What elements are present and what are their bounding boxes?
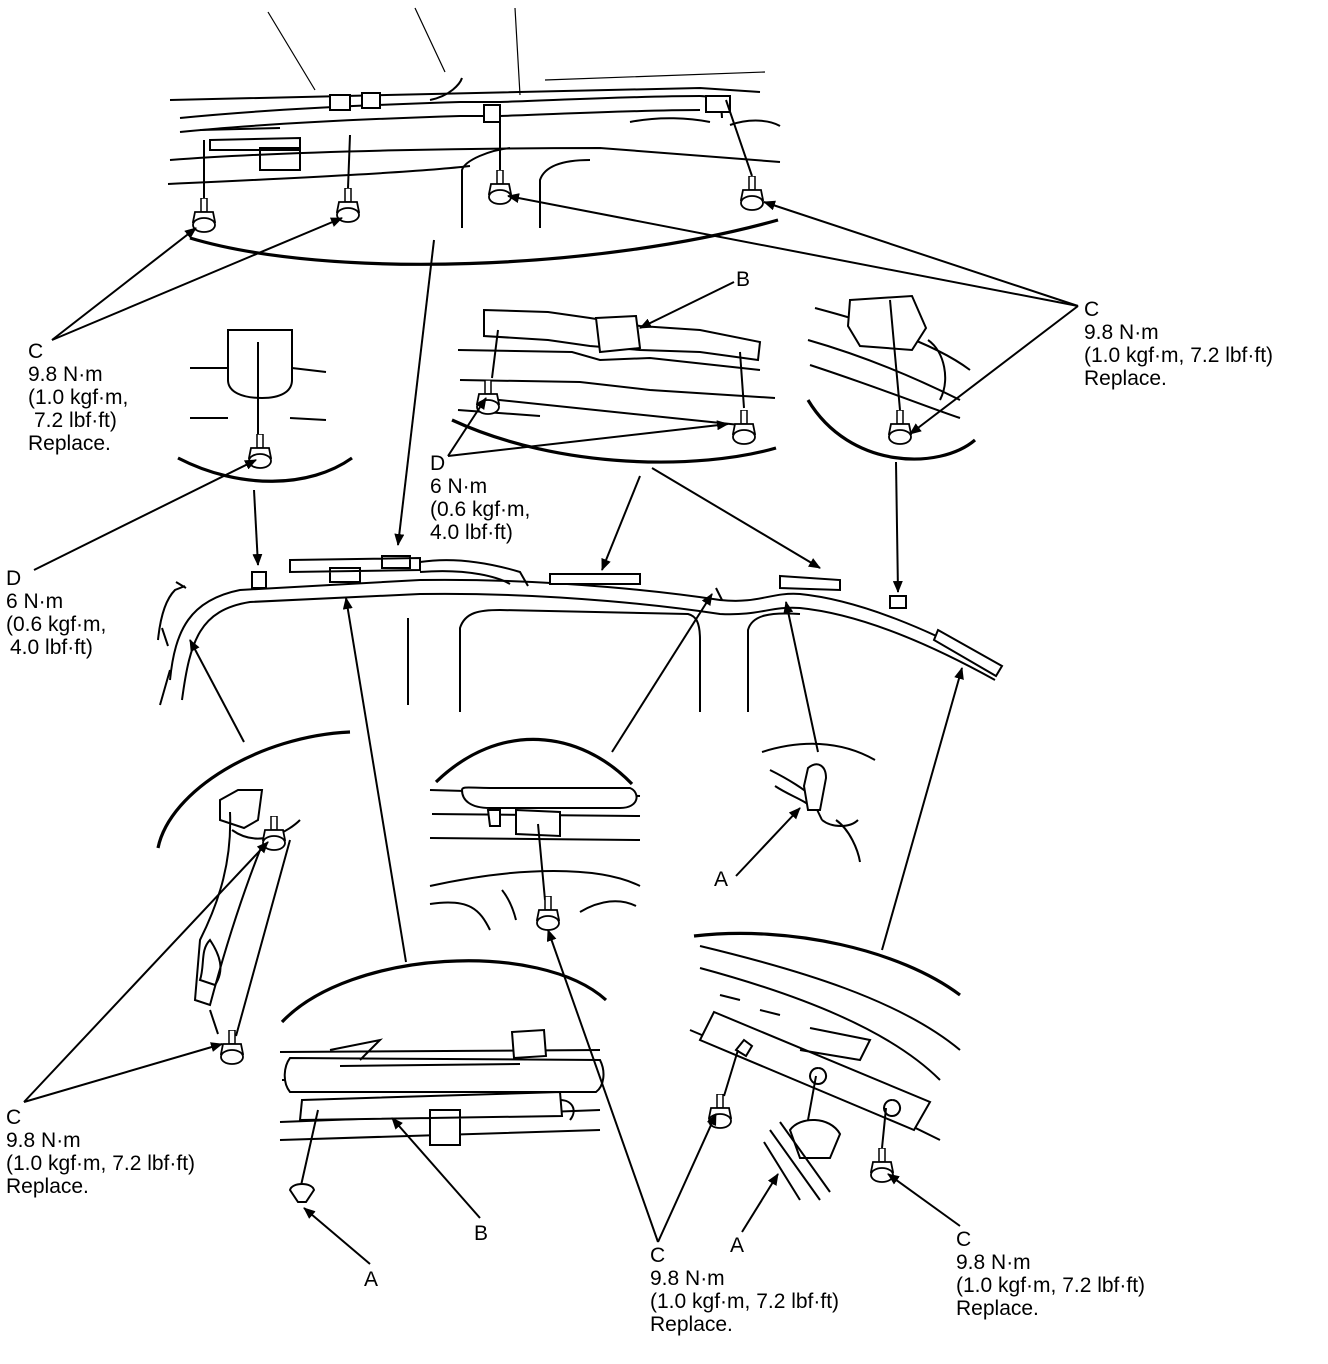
left-upper-detail-view bbox=[177, 329, 353, 483]
callout-left-d: D 6 N·m (0.6 kgf·m, 4.0 lbf·ft) bbox=[6, 567, 106, 659]
center-upper-detail-view bbox=[451, 308, 777, 464]
replace-note: Replace. bbox=[650, 1313, 733, 1336]
right-upper-detail-view bbox=[806, 294, 977, 461]
connection-arrows bbox=[189, 239, 964, 963]
torque-value: 6 N·m bbox=[430, 475, 488, 498]
callout-letter: C bbox=[650, 1244, 666, 1267]
lower-left-detail-view bbox=[156, 730, 351, 1065]
torque-spec-line-2: 4.0 lbf·ft) bbox=[430, 521, 513, 544]
torque-spec-line-2: 7.2 lbf·ft) bbox=[34, 409, 117, 432]
callout-center-d: D 6 N·m (0.6 kgf·m, 4.0 lbf·ft) bbox=[430, 452, 530, 544]
torque-value: 9.8 N·m bbox=[956, 1251, 1031, 1274]
torque-spec: (1.0 kgf·m, 7.2 lbf·ft) bbox=[650, 1290, 840, 1313]
callout-letter: A bbox=[730, 1234, 745, 1257]
callout-letter: C bbox=[1084, 298, 1100, 321]
callout-mid-a: A bbox=[714, 868, 728, 891]
callout-letter: B bbox=[736, 268, 751, 291]
callout-letter: B bbox=[474, 1222, 489, 1245]
torque-value: 9.8 N·m bbox=[1084, 321, 1159, 344]
callout-letter: D bbox=[430, 452, 446, 475]
callout-letter: D bbox=[6, 567, 22, 590]
torque-spec-line-1: (0.6 kgf·m, bbox=[6, 613, 107, 636]
lower-right-detail-view bbox=[689, 931, 961, 1201]
replace-note: Replace. bbox=[1084, 367, 1167, 390]
replace-note: Replace. bbox=[28, 432, 111, 455]
lower-center-detail-view bbox=[279, 959, 608, 1203]
main-roof-rail-assembly bbox=[157, 555, 1004, 712]
center-middle-detail-view bbox=[429, 737, 641, 931]
callout-top-right-c: C 9.8 N·m (1.0 kgf·m, 7.2 lbf·ft) Replac… bbox=[1084, 298, 1273, 390]
callout-top-b: B bbox=[736, 268, 750, 291]
leader-lines bbox=[23, 193, 1079, 1265]
torque-spec-line-1: (1.0 kgf·m, bbox=[28, 386, 129, 409]
torque-spec: (1.0 kgf·m, 7.2 lbf·ft) bbox=[1084, 344, 1274, 367]
torque-value: 9.8 N·m bbox=[28, 363, 103, 386]
callout-letter: A bbox=[714, 868, 729, 891]
callout-bottom-c: C 9.8 N·m (1.0 kgf·m, 7.2 lbf·ft) Replac… bbox=[650, 1244, 839, 1336]
torque-value: 6 N·m bbox=[6, 590, 64, 613]
right-middle-detail-view bbox=[761, 742, 876, 863]
torque-value: 9.8 N·m bbox=[6, 1129, 81, 1152]
callout-lower-b: B bbox=[474, 1222, 488, 1245]
callout-letter: C bbox=[6, 1106, 22, 1129]
callout-letter: C bbox=[956, 1228, 972, 1251]
replace-note: Replace. bbox=[956, 1297, 1039, 1320]
replace-note: Replace. bbox=[6, 1175, 89, 1198]
callout-lower-left-c: C 9.8 N·m (1.0 kgf·m, 7.2 lbf·ft) Replac… bbox=[6, 1106, 195, 1198]
top-detail-view bbox=[167, 7, 781, 266]
callout-bottom-a: A bbox=[730, 1234, 744, 1257]
torque-spec-line-1: (0.6 kgf·m, bbox=[430, 498, 531, 521]
torque-spec: (1.0 kgf·m, 7.2 lbf·ft) bbox=[956, 1274, 1146, 1297]
callout-letter: A bbox=[364, 1268, 379, 1291]
callout-bottom-right-c: C 9.8 N·m (1.0 kgf·m, 7.2 lbf·ft) Replac… bbox=[956, 1228, 1145, 1320]
callout-lower-a: A bbox=[364, 1268, 378, 1291]
callout-left-c: C 9.8 N·m (1.0 kgf·m, 7.2 lbf·ft) Replac… bbox=[28, 340, 128, 455]
torque-value: 9.8 N·m bbox=[650, 1267, 725, 1290]
torque-spec-line-2: 4.0 lbf·ft) bbox=[10, 636, 93, 659]
callout-letter: C bbox=[28, 340, 44, 363]
torque-spec: (1.0 kgf·m, 7.2 lbf·ft) bbox=[6, 1152, 196, 1175]
